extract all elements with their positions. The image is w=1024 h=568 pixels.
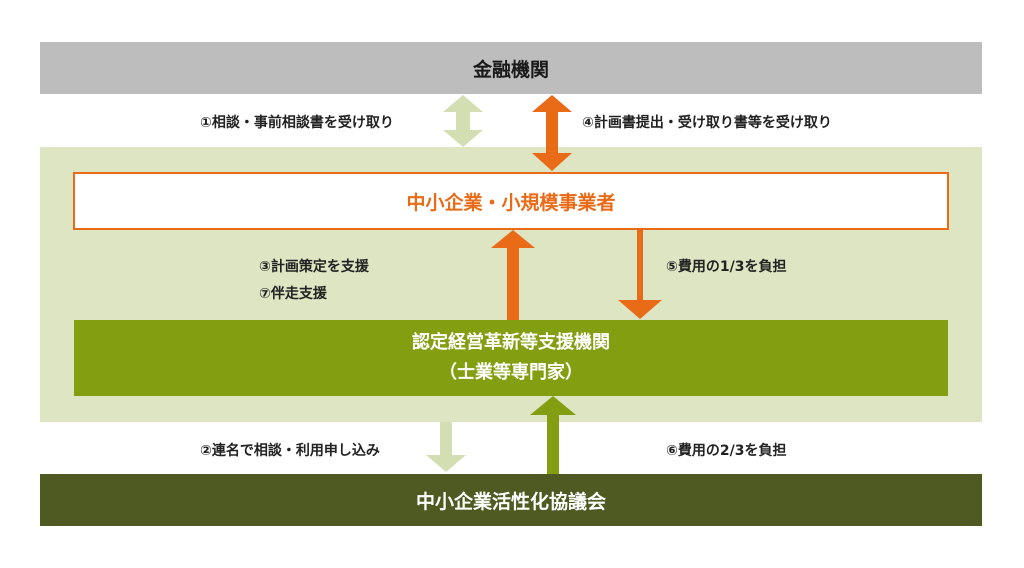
step7-label: ⑦伴走支援: [259, 286, 327, 302]
step4-label: ④計画書提出・受け取り書等を受け取り: [582, 115, 832, 131]
step5-label: ⑤費用の1/3を負担: [666, 259, 787, 275]
financial-institution-box: 金融機関: [40, 42, 982, 94]
step2-label: ②連名で相談・利用申し込み: [200, 443, 380, 459]
revitalization-council-label: 中小企業活性化協議会: [415, 490, 606, 513]
financial-institution-label: 金融機関: [472, 58, 549, 81]
plan-submission-double-arrow: [532, 95, 572, 171]
council-cost-up-arrow: [530, 396, 576, 474]
sme-label: 中小企業・小規模事業者: [406, 191, 616, 214]
support-institution-box: 認定経営革新等支援機関 （士業等専門家）: [74, 320, 948, 396]
plan-support-up-arrow: [491, 230, 535, 320]
step6-label: ⑥費用の2/3を負担: [666, 443, 787, 459]
application-down-arrow: [426, 422, 466, 472]
sme-box: 中小企業・小規模事業者: [73, 172, 949, 230]
revitalization-council-box: 中小企業活性化協議会: [40, 474, 982, 526]
support-institution-label: 認定経営革新等支援機関: [412, 332, 610, 353]
support-institution-sublabel: （士業等専門家）: [439, 362, 583, 383]
step1-label: ①相談・事前相談書を受け取り: [200, 115, 394, 131]
consultation-double-arrow: [443, 95, 483, 147]
step3-label: ③計画策定を支援: [259, 259, 369, 275]
cost-share-down-arrow: [618, 230, 662, 319]
